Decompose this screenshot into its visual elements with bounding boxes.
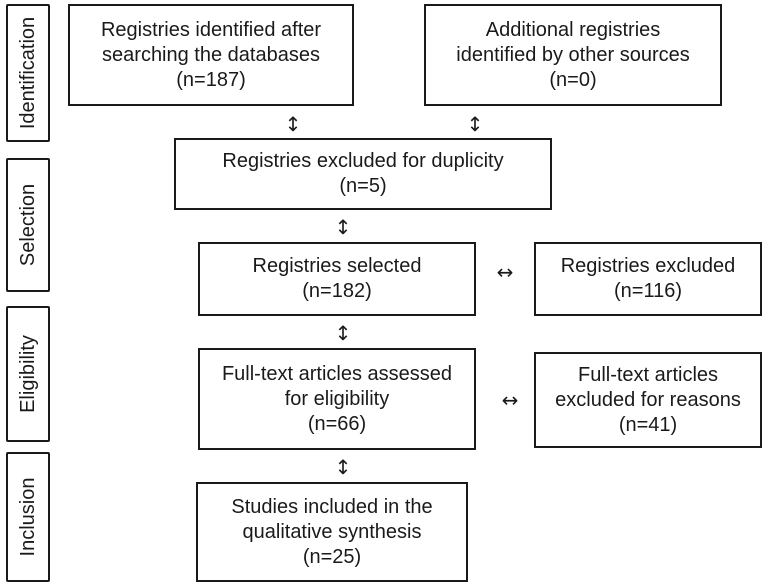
- box-databases-count: (n=187): [176, 68, 246, 91]
- box-included-line1: Studies included in the: [231, 495, 433, 518]
- box-duplicates: Registries excluded for duplicity (n=5): [174, 138, 552, 210]
- box-selected-line1: Registries selected: [252, 255, 422, 277]
- box-included: Studies included in the qualitative synt…: [196, 482, 468, 582]
- arrow-other-to-duplicates: ↕: [466, 112, 484, 136]
- box-excluded-count: (n=116): [613, 280, 682, 302]
- box-fulltext-line2: for eligibility: [284, 387, 390, 410]
- box-other-sources-line1: Additional registries: [485, 18, 661, 41]
- box-excluded-line1: Registries excluded: [560, 255, 736, 277]
- box-included-line2: qualitative synthesis: [242, 520, 422, 543]
- box-fulltext-excluded-line2: excluded for reasons: [555, 388, 741, 411]
- box-fulltext: Full-text articles assessed for eligibil…: [198, 348, 476, 450]
- stage-eligibility-label: Eligibility: [17, 335, 39, 413]
- box-selected: Registries selected (n=182): [198, 242, 476, 316]
- box-fulltext-line1: Full-text articles assessed: [221, 362, 453, 385]
- box-excluded: Registries excluded (n=116): [534, 242, 762, 316]
- box-duplicates-line1: Registries excluded for duplicity: [222, 150, 504, 172]
- box-selected-count: (n=182): [302, 280, 372, 302]
- box-databases-line1: Registries identified after: [100, 18, 322, 41]
- stage-selection: Selection: [6, 158, 50, 292]
- arrow-fulltext-to-excluded: ↔: [501, 388, 519, 412]
- stage-identification: Identification: [6, 4, 50, 142]
- box-databases-line2: searching the databases: [102, 43, 320, 66]
- box-included-count: (n=25): [302, 545, 362, 568]
- box-fulltext-excluded-line1: Full-text articles: [577, 363, 719, 386]
- box-fulltext-excluded: Full-text articles excluded for reasons …: [534, 352, 762, 448]
- arrow-duplicates-to-selected: ↕: [334, 215, 352, 239]
- box-other-sources-count: (n=0): [549, 68, 597, 91]
- arrow-fulltext-to-included: ↕: [334, 455, 352, 479]
- stage-identification-label: Identification: [17, 16, 39, 130]
- stage-selection-label: Selection: [17, 183, 39, 267]
- box-duplicates-count: (n=5): [339, 175, 387, 197]
- arrow-selected-to-excluded: ↔: [496, 260, 514, 284]
- box-other-sources-line2: identified by other sources: [456, 43, 690, 66]
- box-fulltext-count: (n=66): [307, 412, 367, 435]
- arrow-databases-to-duplicates: ↕: [284, 112, 302, 136]
- stage-eligibility: Eligibility: [6, 306, 50, 442]
- box-fulltext-excluded-count: (n=41): [618, 413, 678, 436]
- stage-inclusion: Inclusion: [6, 452, 50, 582]
- arrow-selected-to-fulltext: ↕: [334, 321, 352, 345]
- stage-inclusion-label: Inclusion: [17, 477, 39, 557]
- box-databases: Registries identified after searching th…: [68, 4, 354, 106]
- box-other-sources: Additional registries identified by othe…: [424, 4, 722, 106]
